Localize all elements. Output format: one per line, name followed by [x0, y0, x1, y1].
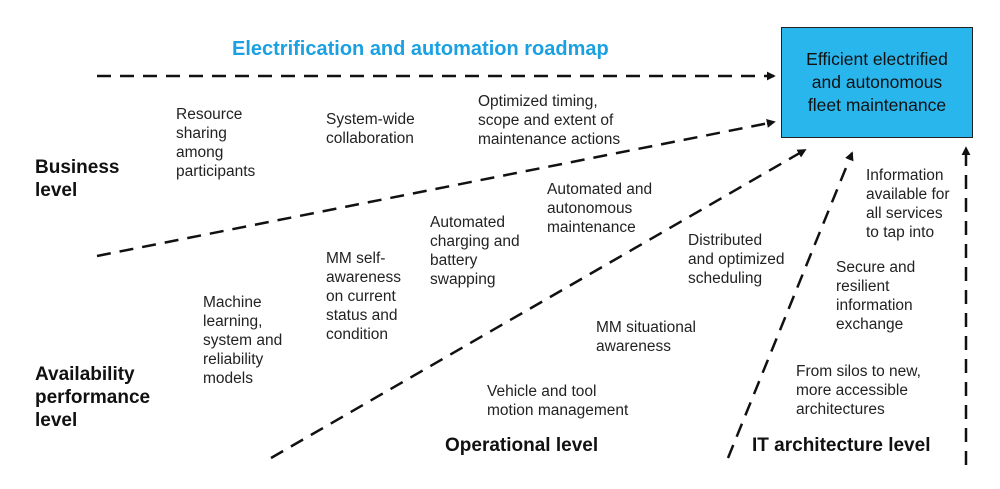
- item-automated-charging: Automated charging and battery swapping: [430, 214, 520, 288]
- goal-box-fill: [781, 27, 973, 138]
- item-machine-learning: Machine learning, system and reliability…: [203, 294, 283, 387]
- operational-level-arrow: [270, 148, 807, 460]
- item-silos-to-new: From silos to new, more accessible archi…: [796, 363, 921, 418]
- item-system-wide-collaboration: System-wide collaboration: [326, 111, 415, 147]
- item-mm-situational-awareness: MM situational awareness: [596, 319, 696, 355]
- item-information-available: Information available for all services t…: [866, 167, 950, 241]
- item-secure-exchange: Secure and resilient information exchang…: [836, 259, 916, 333]
- roadmap-title: Electrification and automation roadmap: [232, 38, 609, 60]
- it-level-label: IT architecture level: [752, 435, 931, 456]
- business-level-arrow: [96, 118, 776, 258]
- item-distributed-scheduling: Distributed and optimized scheduling: [688, 232, 785, 287]
- item-vehicle-tool-motion: Vehicle and tool motion management: [487, 383, 629, 419]
- item-resource-sharing: Resource sharing among participants: [176, 106, 256, 180]
- availability-level-label: Availability performance level: [35, 364, 151, 431]
- item-automated-maintenance: Automated and autonomous maintenance: [547, 181, 653, 236]
- item-mm-self-awareness: MM self- awareness on current status and…: [326, 250, 401, 343]
- goal-box: Efficient electrified and autonomous fle…: [781, 27, 973, 138]
- operational-level-label: Operational level: [445, 435, 599, 456]
- item-optimized-timing: Optimized timing, scope and extent of ma…: [478, 93, 621, 148]
- business-level-label: Business level: [35, 157, 120, 201]
- it-architecture-arrow: [726, 151, 854, 459]
